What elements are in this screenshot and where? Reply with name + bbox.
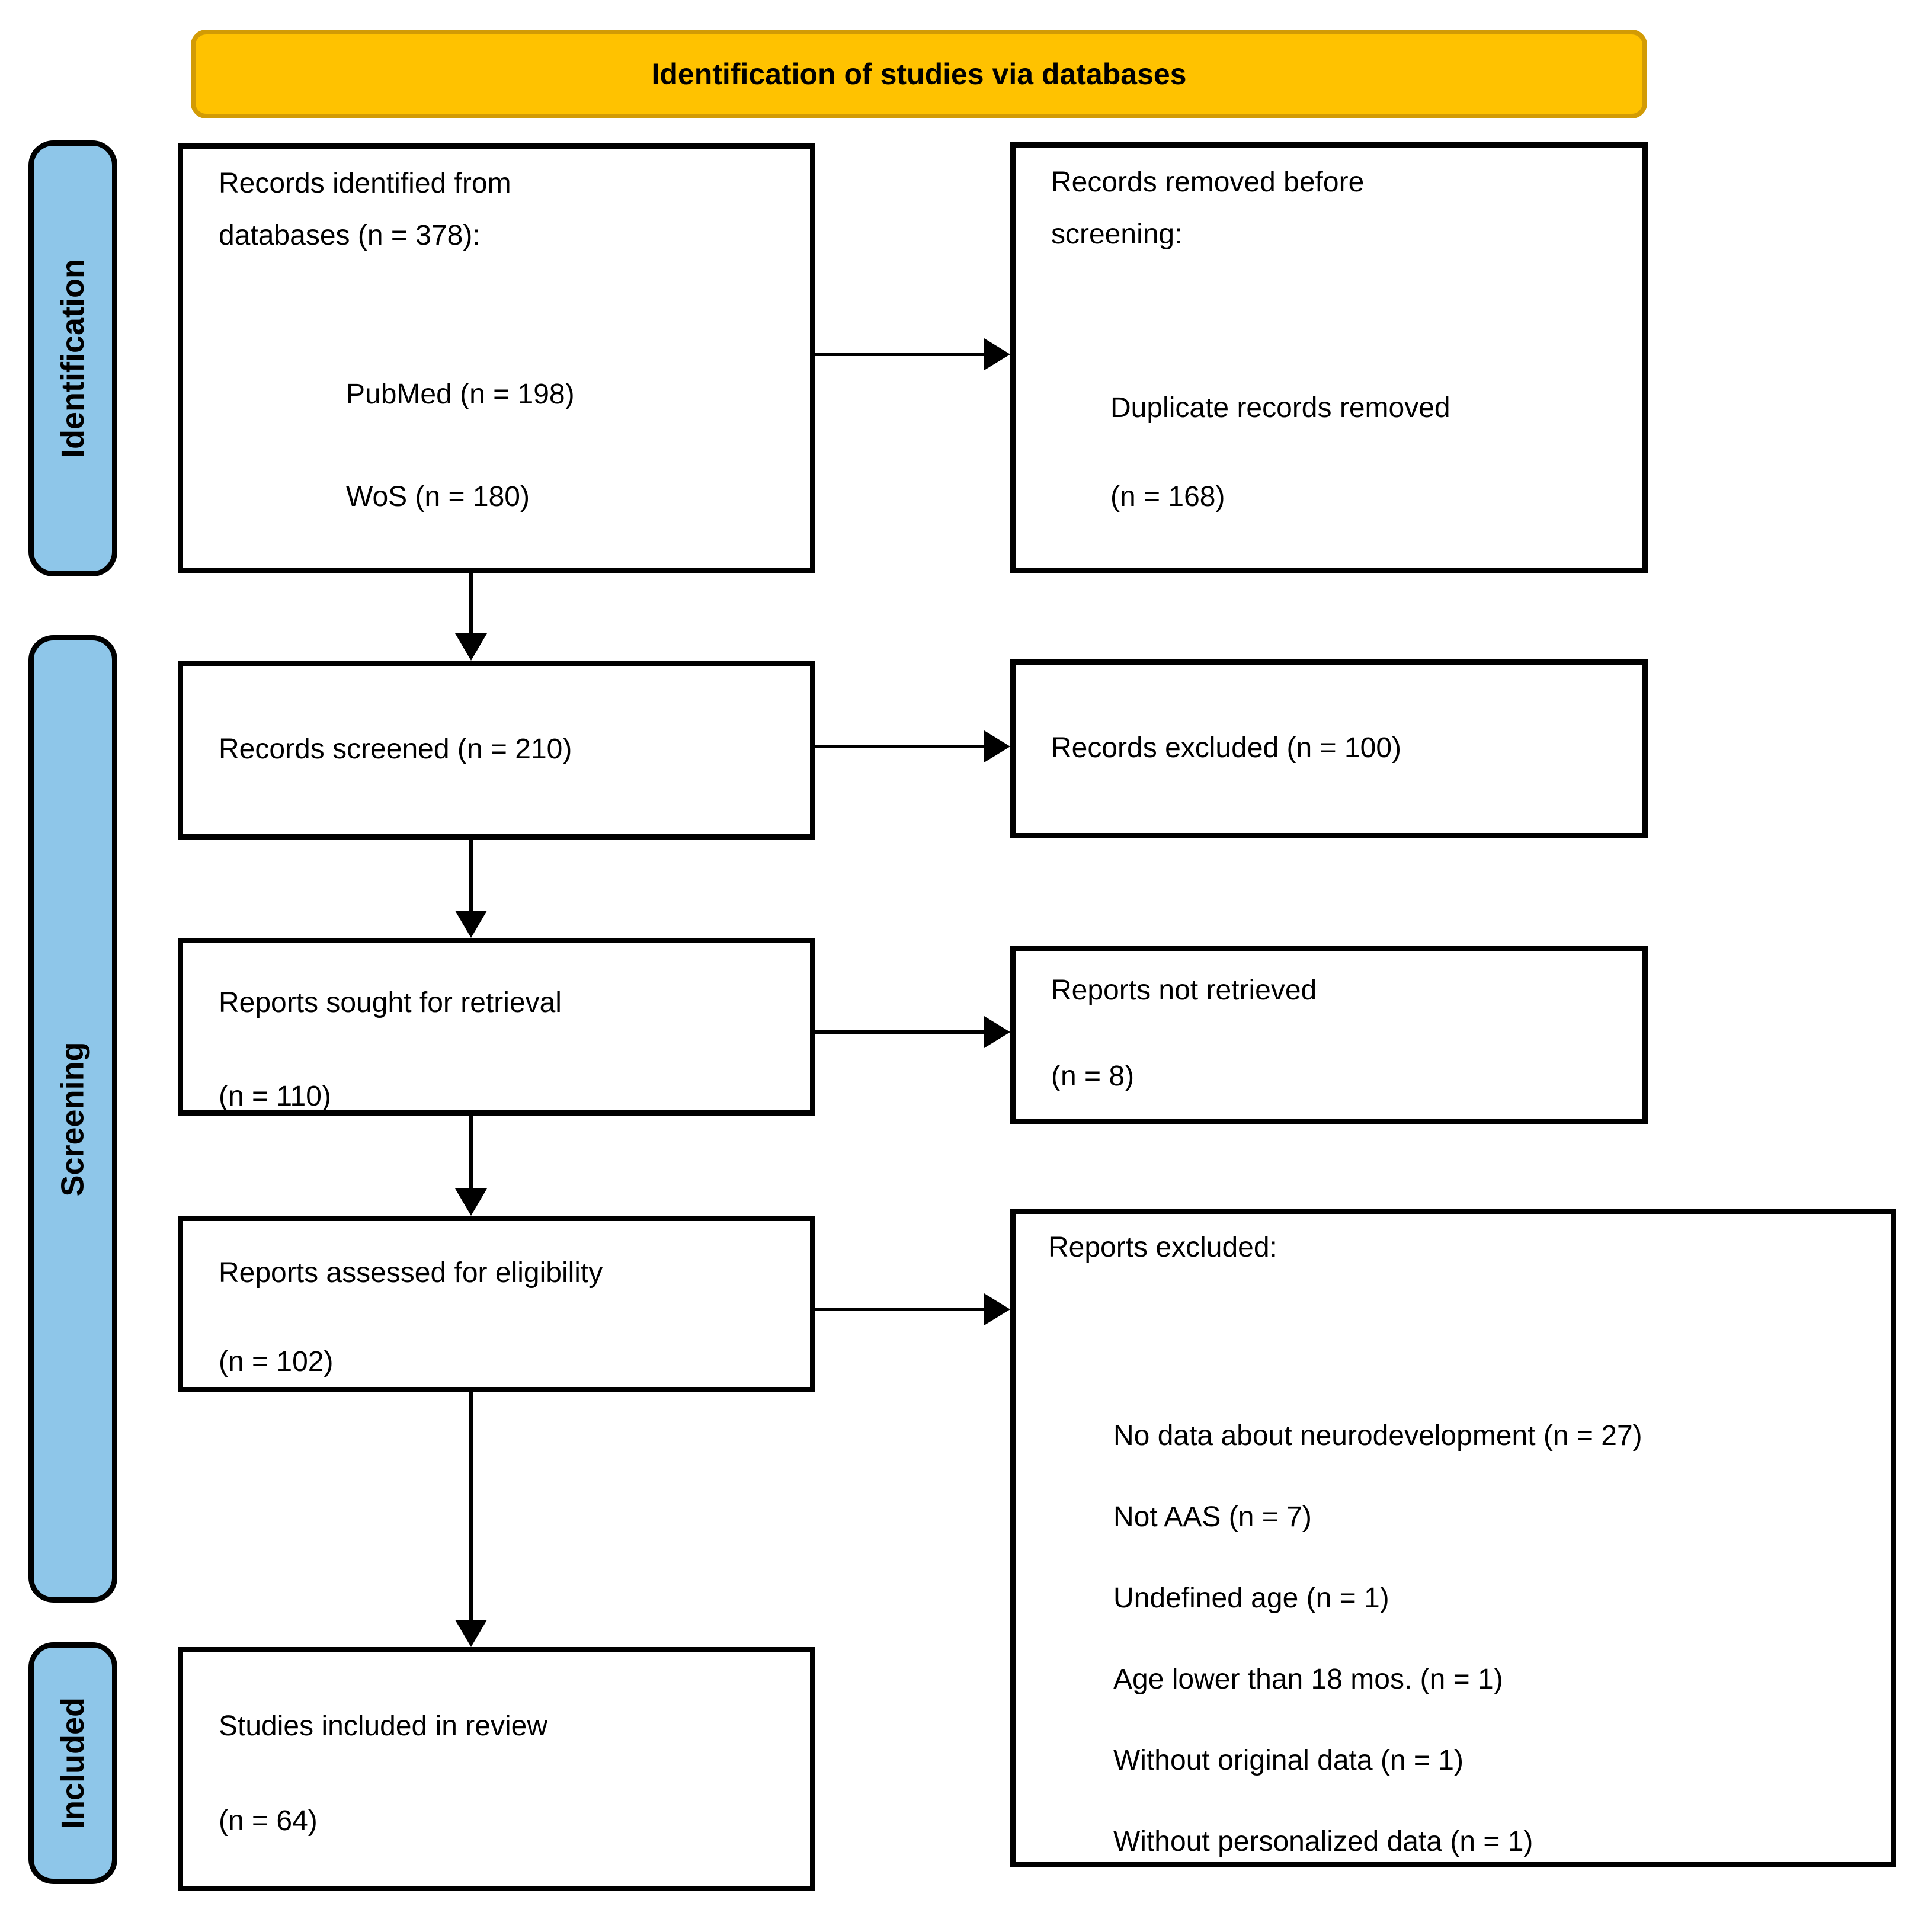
reports-excluded-item-6: Without personalized data (n = 1): [1113, 1826, 1533, 1857]
arrow-screened-to-sought-line: [469, 840, 473, 913]
reports-excluded-item-3: Undefined age (n = 1): [1113, 1582, 1389, 1614]
arrow-identified-to-screened-head: [455, 633, 487, 661]
arrow-sought-to-assessed-line: [469, 1115, 473, 1191]
arrow-sought-to-assessed-head: [455, 1188, 487, 1216]
records-excluded-line1: Records excluded (n = 100): [1051, 732, 1401, 764]
reports-excluded-item-5: Without original data (n = 1): [1113, 1745, 1464, 1776]
stage-included: Included: [28, 1642, 117, 1884]
reports-sought-count: (n = 110): [219, 1081, 331, 1112]
arrow-screened-to-sought-head: [455, 911, 487, 938]
reports-assessed-count: (n = 102): [219, 1346, 334, 1377]
arrow-identified-to-screened-line: [469, 573, 473, 637]
box-records-excluded: Records excluded (n = 100): [1010, 659, 1648, 838]
arrow-assessed-to-included-head: [455, 1620, 487, 1647]
stage-identification: Identification: [28, 140, 117, 576]
header-banner: Identification of studies via databases: [191, 30, 1647, 118]
arrow-sought-to-not-retrieved-line: [815, 1030, 988, 1034]
records-removed-line1: Records removed before: [1051, 166, 1365, 198]
records-identified-line2: databases (n = 378):: [219, 220, 481, 251]
stage-screening: Screening: [28, 635, 117, 1603]
records-removed-duplicates: Duplicate records removed: [1110, 392, 1450, 424]
arrow-identified-to-removed-line: [815, 353, 988, 356]
arrow-assessed-to-included-line: [469, 1392, 473, 1622]
box-reports-sought: Reports sought for retrieval (n = 110): [178, 938, 815, 1116]
records-identified-line1: Records identified from: [219, 168, 511, 199]
arrow-assessed-to-reports-excluded-head: [984, 1293, 1010, 1325]
stage-screening-label: Screening: [55, 1041, 91, 1197]
reports-not-retrieved-count: (n = 8): [1051, 1060, 1135, 1092]
records-identified-pubmed: PubMed (n = 198): [346, 379, 575, 410]
reports-assessed-line1: Reports assessed for eligibility: [219, 1257, 603, 1289]
reports-excluded-item-4: Age lower than 18 mos. (n = 1): [1113, 1664, 1503, 1695]
records-identified-wos: WoS (n = 180): [346, 481, 530, 512]
reports-not-retrieved-line1: Reports not retrieved: [1051, 975, 1317, 1006]
box-records-identified: Records identified from databases (n = 3…: [178, 143, 815, 573]
arrow-identified-to-removed-head: [984, 338, 1010, 370]
box-records-removed: Records removed before screening: Duplic…: [1010, 142, 1648, 573]
box-reports-excluded: Reports excluded: No data about neurodev…: [1010, 1209, 1896, 1867]
records-removed-count: (n = 168): [1110, 481, 1225, 512]
arrow-screened-to-excluded-head: [984, 730, 1010, 762]
arrow-screened-to-excluded-line: [815, 745, 988, 748]
reports-excluded-item-2: Not AAS (n = 7): [1113, 1501, 1312, 1533]
stage-included-label: Included: [55, 1697, 91, 1830]
studies-included-line1: Studies included in review: [219, 1710, 547, 1742]
box-reports-not-retrieved: Reports not retrieved (n = 8): [1010, 946, 1648, 1124]
stage-identification-label: Identification: [55, 259, 91, 458]
reports-sought-line1: Reports sought for retrieval: [219, 987, 562, 1018]
header-title: Identification of studies via databases: [651, 57, 1187, 91]
records-screened-line1: Records screened (n = 210): [219, 733, 572, 765]
box-records-screened: Records screened (n = 210): [178, 661, 815, 840]
reports-excluded-title: Reports excluded:: [1048, 1232, 1277, 1263]
arrow-assessed-to-reports-excluded-line: [815, 1308, 988, 1311]
studies-included-count: (n = 64): [219, 1805, 318, 1837]
records-removed-line2: screening:: [1051, 219, 1183, 250]
box-studies-included: Studies included in review (n = 64): [178, 1647, 815, 1891]
reports-excluded-item-1: No data about neurodevelopment (n = 27): [1113, 1420, 1642, 1452]
box-reports-assessed: Reports assessed for eligibility (n = 10…: [178, 1216, 815, 1392]
arrow-sought-to-not-retrieved-head: [984, 1016, 1010, 1048]
